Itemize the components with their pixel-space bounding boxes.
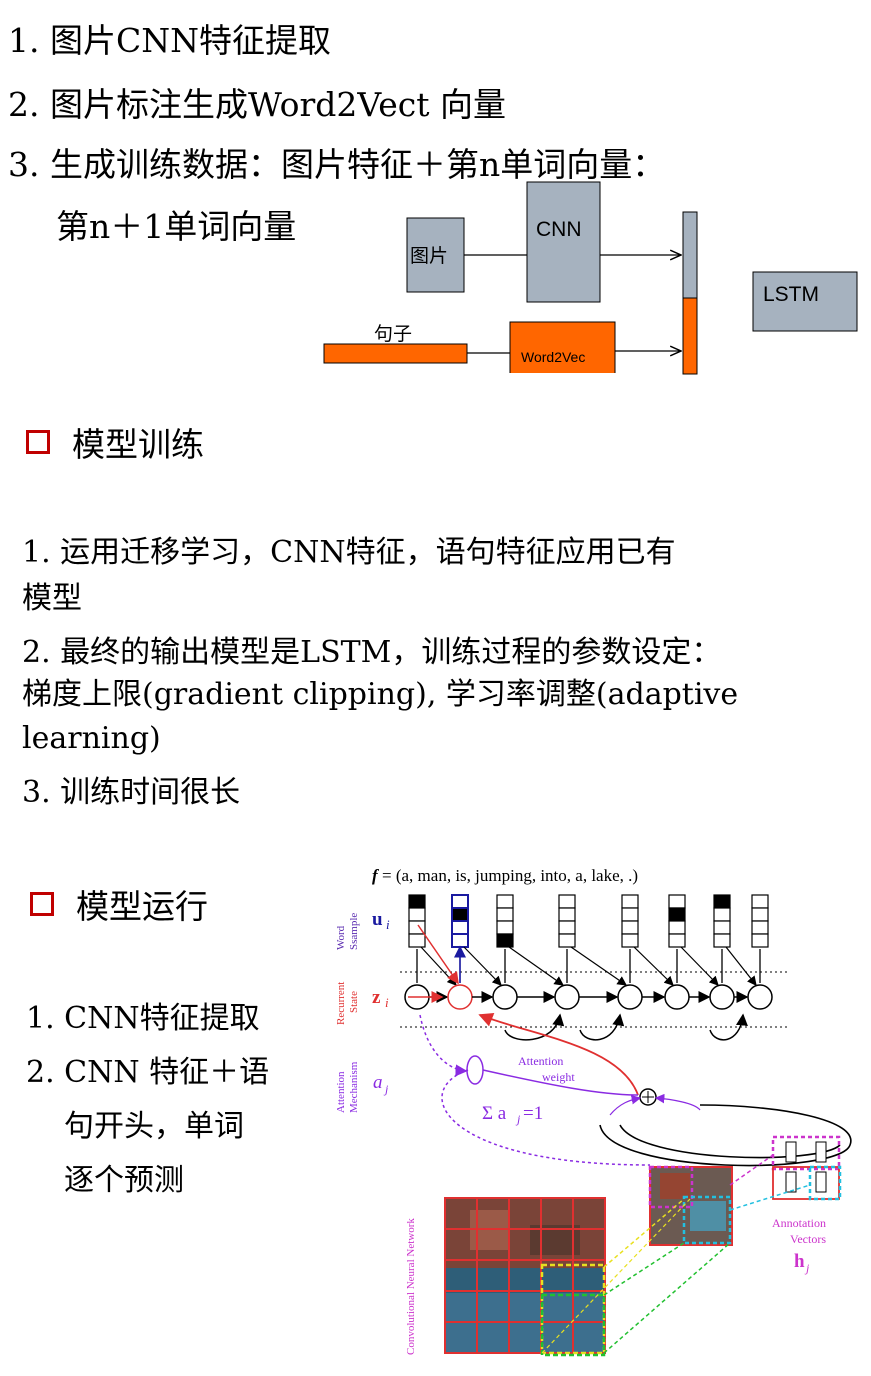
- state-node: [554, 984, 580, 1010]
- annotation-1: Annotation: [772, 1216, 826, 1230]
- word-column: [668, 894, 686, 948]
- row-word-1: Word: [335, 925, 347, 950]
- checkbox-square-icon: [30, 892, 54, 916]
- u-label: u: [372, 909, 383, 930]
- word-column: [713, 894, 731, 948]
- z-sub: i: [385, 995, 389, 1010]
- cnn-box: [526, 181, 601, 303]
- step-2: 2. 图片标注生成Word2Vect 向量: [8, 85, 506, 124]
- image-label: 图片: [410, 245, 448, 267]
- training-item-2: 2. 最终的输出模型是LSTM，训练过程的参数设定：: [22, 635, 722, 670]
- state-node: [617, 984, 643, 1010]
- attention-diagram: f = (a, man, is, jumping, into, a, lake,…: [335, 866, 852, 1357]
- step-3: 3. 生成训练数据：图片特征＋第n单词向量：: [8, 145, 666, 184]
- state-node: [709, 984, 735, 1010]
- training-heading-text: 模型训练: [72, 425, 204, 464]
- state-node: [747, 984, 773, 1010]
- sum-sub: j: [515, 1112, 521, 1126]
- running-heading: 模型运行: [30, 880, 208, 928]
- training-item-1: 1. 运用迁移学习，CNN特征，语句特征应用已有: [22, 535, 676, 570]
- running-item-1: 1. CNN特征提取: [26, 1001, 260, 1036]
- word-sample-columns: [408, 894, 769, 948]
- word-column: [558, 894, 576, 948]
- lstm-label: LSTM: [763, 283, 819, 306]
- pipeline-diagram: 图片 CNN 句子 Word2Vec LSTM: [322, 181, 858, 380]
- step-3-cont: 第n＋1单词向量: [56, 207, 297, 246]
- feature-bar-orange: [682, 297, 698, 375]
- state-node: [447, 984, 473, 1010]
- training-item-2-cont: 梯度上限(gradient clipping), 学习率调整(adaptive: [22, 677, 739, 712]
- u-sub: i: [386, 917, 390, 932]
- sentence-bar: [323, 343, 468, 364]
- a-sub: j: [383, 1082, 389, 1096]
- h-label: h: [794, 1251, 805, 1272]
- cnn-vertical-label: Convolutional Neural Network: [405, 1218, 417, 1355]
- training-heading: 模型训练: [26, 418, 204, 466]
- training-item-2-cont2: learning): [22, 721, 161, 756]
- row-rec-1: Recurrent: [335, 982, 347, 1025]
- lstm-box: [752, 271, 858, 332]
- h-sub: j: [804, 1261, 810, 1275]
- w2v-box: [509, 321, 616, 375]
- row-word-2: Ssample: [348, 913, 360, 950]
- checkbox-square-icon: [26, 430, 50, 454]
- caption-words: = (a, man, is, jumping, into, a, lake, .…: [382, 866, 638, 885]
- training-item-1-cont: 模型: [22, 581, 82, 616]
- annotation-2: Vectors: [790, 1232, 826, 1246]
- word-column: [451, 894, 469, 948]
- caption-f: f: [372, 866, 380, 885]
- attn-weight-1: Attention: [518, 1054, 563, 1068]
- running-item-2: 2. CNN 特征＋语: [26, 1055, 270, 1090]
- word-column: [621, 894, 639, 948]
- cnn-label: CNN: [536, 218, 582, 241]
- w2v-label: Word2Vec: [521, 349, 585, 365]
- input-image: [445, 1198, 605, 1353]
- running-heading-text: 模型运行: [76, 887, 208, 926]
- word-column: [751, 894, 769, 948]
- word-column: [408, 894, 426, 948]
- sentence-label: 句子: [374, 323, 412, 345]
- row-att-1: Attention: [335, 1071, 347, 1113]
- word-column: [496, 894, 514, 948]
- sum-eq: =1: [523, 1103, 543, 1124]
- sum-text: Σ a: [482, 1103, 507, 1124]
- a-label: a: [373, 1072, 383, 1093]
- image-box: [406, 217, 465, 293]
- image-grid: [444, 1197, 606, 1354]
- running-item-2-cont2: 逐个预测: [64, 1163, 184, 1198]
- feature-bar-gray: [682, 211, 698, 299]
- z-label: z: [372, 987, 381, 1008]
- row-rec-2: State: [348, 991, 360, 1013]
- row-att-2: Mechanism: [348, 1061, 360, 1113]
- state-node: [664, 984, 690, 1010]
- step-1: 1. 图片CNN特征提取: [8, 21, 331, 60]
- running-item-2-cont: 句开头，单词: [64, 1109, 244, 1144]
- attn-weight-2: weight: [542, 1070, 575, 1084]
- training-item-3: 3. 训练时间很长: [22, 775, 241, 810]
- state-node: [492, 984, 518, 1010]
